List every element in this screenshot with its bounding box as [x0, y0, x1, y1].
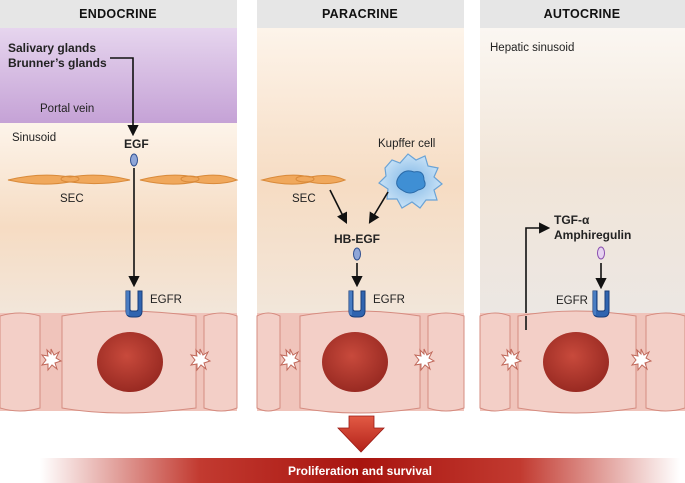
- sinusoid-label: Sinusoid: [12, 132, 56, 144]
- hepatocyte-left: [256, 312, 281, 412]
- tgf-alpha-molecule: [597, 246, 605, 260]
- hepatocyte-left: [479, 312, 511, 412]
- sec-cell-2: [139, 174, 239, 185]
- hepatocyte-nucleus: [97, 332, 163, 392]
- hepatocyte-right: [427, 312, 465, 412]
- sinusoid-region: [0, 123, 237, 313]
- autocrine-loop-arrow: [525, 222, 551, 330]
- portal-vein-label: Portal vein: [40, 103, 94, 115]
- endocrine-title: ENDOCRINE: [79, 7, 157, 21]
- autocrine-panel: Hepatic sinusoid TGF-α Amphiregulin EGFR: [479, 28, 685, 414]
- outcome-banner: [40, 458, 680, 483]
- salivary-glands-label: Salivary glands: [8, 41, 96, 55]
- egf-source-arrow: [110, 57, 139, 137]
- portal-vein-region: [0, 28, 237, 123]
- egf-label: EGF: [124, 137, 149, 151]
- paracrine-sec-cell: [260, 174, 347, 185]
- hbegf-molecule: [353, 247, 361, 261]
- paracrine-egfr-label: EGFR: [373, 294, 405, 306]
- autocrine-egfr-label: EGFR: [556, 295, 588, 307]
- sec-to-hbegf-arrow: [329, 189, 348, 225]
- outcome-label: Proliferation and survival: [288, 464, 432, 478]
- paracrine-title: PARACRINE: [322, 7, 398, 21]
- hepatocyte-right: [203, 312, 238, 412]
- amphiregulin-label: Amphiregulin: [554, 228, 631, 242]
- hepatic-sinusoid-label: Hepatic sinusoid: [490, 42, 574, 54]
- sec-nucleus-1: [60, 175, 80, 183]
- hepatocyte-right: [645, 312, 685, 412]
- paracrine-sec-nucleus: [295, 175, 315, 183]
- paracrine-header-bg: [257, 0, 464, 28]
- hepatocyte-nucleus: [322, 332, 388, 392]
- endocrine-egfr-label: EGFR: [150, 294, 182, 306]
- sec-nucleus-2: [180, 175, 200, 183]
- hbegf-label: HB-EGF: [334, 232, 380, 246]
- egf-molecule: [130, 153, 138, 167]
- endocrine-panel: Salivary glands Brunner’s glands Portal …: [0, 28, 239, 414]
- hepatic-sinusoid-region: [480, 28, 685, 313]
- brunners-glands-label: Brunner’s glands: [8, 56, 107, 70]
- down-arrow-icon: [337, 415, 385, 453]
- endocrine-sec-label: SEC: [60, 193, 84, 205]
- hepatocyte-left: [0, 312, 41, 412]
- kupffer-cell-label: Kupffer cell: [378, 138, 435, 150]
- sec-cell-1: [7, 174, 131, 185]
- tgf-alpha-label: TGF-α: [554, 213, 590, 227]
- paracrine-sec-label: SEC: [292, 193, 316, 205]
- autocrine-title: AUTOCRINE: [544, 7, 621, 21]
- paracrine-panel: SEC Kupffer cell HB-EGF EGFR: [256, 28, 465, 414]
- kupffer-nucleus: [396, 170, 426, 194]
- autocrine-header-bg: [480, 0, 685, 28]
- hepatocyte-nucleus: [543, 332, 609, 392]
- kupffer-to-hbegf-arrow: [368, 191, 389, 224]
- endocrine-header-bg: [0, 0, 237, 28]
